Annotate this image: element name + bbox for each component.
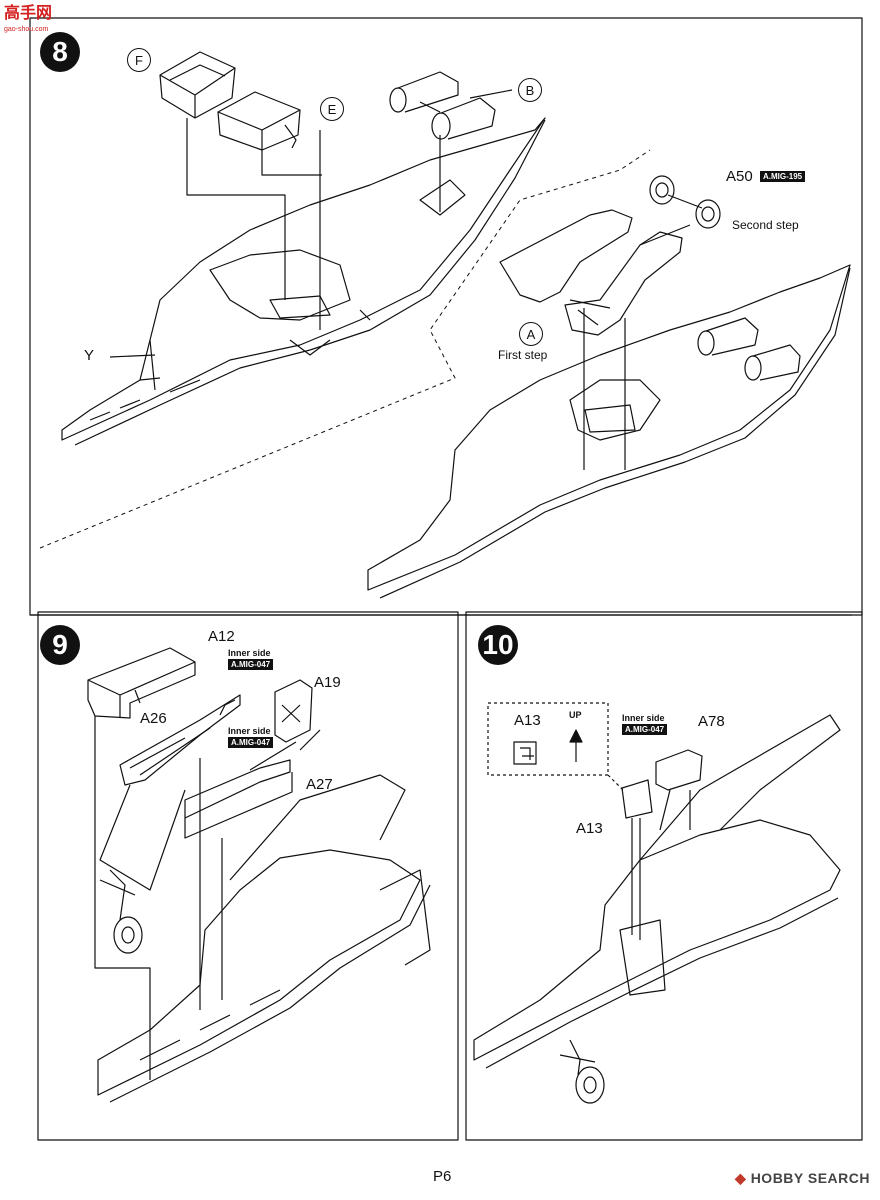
part-callout-b: B [518, 78, 542, 102]
part-callout-a: A [519, 322, 543, 346]
part-label-a78: A78 [698, 713, 725, 730]
part-label-a26: A26 [140, 710, 167, 727]
inset-part-label-a13: A13 [514, 712, 541, 729]
step-9-frame [37, 611, 459, 1141]
step-8-badge: 8 [40, 32, 80, 72]
part-label-a27: A27 [306, 776, 333, 793]
inner-side-label-2: Inner side [228, 726, 271, 736]
step-8-frame [29, 17, 863, 616]
second-step-label: Second step [732, 218, 799, 232]
part-label-a12: A12 [208, 628, 235, 645]
paint-code-9-2: A.MIG-047 [228, 737, 274, 748]
inner-side-label-10: Inner side [622, 713, 665, 723]
paint-code-10: A.MIG-047 [622, 724, 668, 735]
hobby-search-logo-icon: ◆ [735, 1170, 747, 1186]
inner-side-label-1: Inner side [228, 648, 271, 658]
hobby-search-watermark: ◆ HOBBY SEARCH [735, 1170, 870, 1186]
part-label-a19: A19 [314, 674, 341, 691]
page-number: P6 [433, 1168, 452, 1185]
part-callout-e: E [320, 97, 344, 121]
part-label-y: Y [84, 347, 95, 364]
step-9-badge: 9 [40, 625, 80, 665]
step-10-frame [465, 611, 863, 1141]
first-step-label: First step [498, 348, 548, 362]
step-10-badge: 10 [478, 625, 518, 665]
part-callout-f: F [127, 48, 151, 72]
part-label-a50: A50 [726, 168, 753, 185]
paint-code-9-1: A.MIG-047 [228, 659, 274, 670]
site-watermark: 高手网 gao-shou.com [4, 5, 53, 34]
up-label: UP [569, 710, 582, 720]
part-label-a13: A13 [576, 820, 603, 837]
paint-code-a50: A.MIG-195 [760, 171, 806, 182]
